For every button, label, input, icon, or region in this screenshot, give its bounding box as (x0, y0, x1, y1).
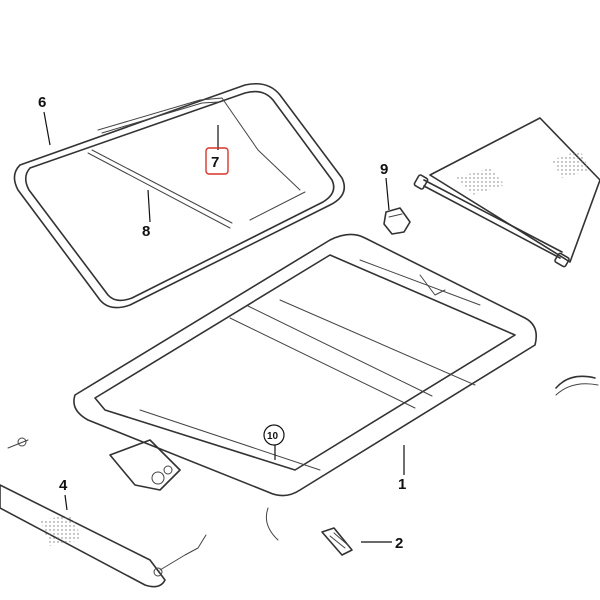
callout-6: 6 (38, 94, 46, 111)
callout-4: 4 (59, 477, 68, 494)
screw (321, 527, 353, 556)
glass-seal-strip (97, 97, 306, 221)
callout-7: 7 (211, 154, 219, 171)
callout-2: 2 (395, 535, 403, 552)
callout-7-highlight (205, 147, 229, 175)
drain-hose-right (555, 375, 599, 396)
wind-deflector (0, 484, 207, 588)
drain-hose-left (7, 437, 29, 449)
callout-10-circle (263, 424, 285, 446)
sunshade-blind (413, 117, 600, 268)
glass-panel-frame (13, 82, 346, 309)
callout-8: 8 (142, 223, 150, 240)
trim-strip (87, 149, 233, 229)
leader-lines (43, 111, 405, 543)
callout-10: 10 (267, 431, 279, 442)
drive-motor (109, 439, 181, 491)
clip-part (383, 207, 411, 235)
callout-1: 1 (398, 476, 406, 493)
callout-9: 9 (380, 161, 388, 178)
sunroof-main-frame (73, 233, 538, 497)
drain-tube-bottom (265, 507, 279, 541)
